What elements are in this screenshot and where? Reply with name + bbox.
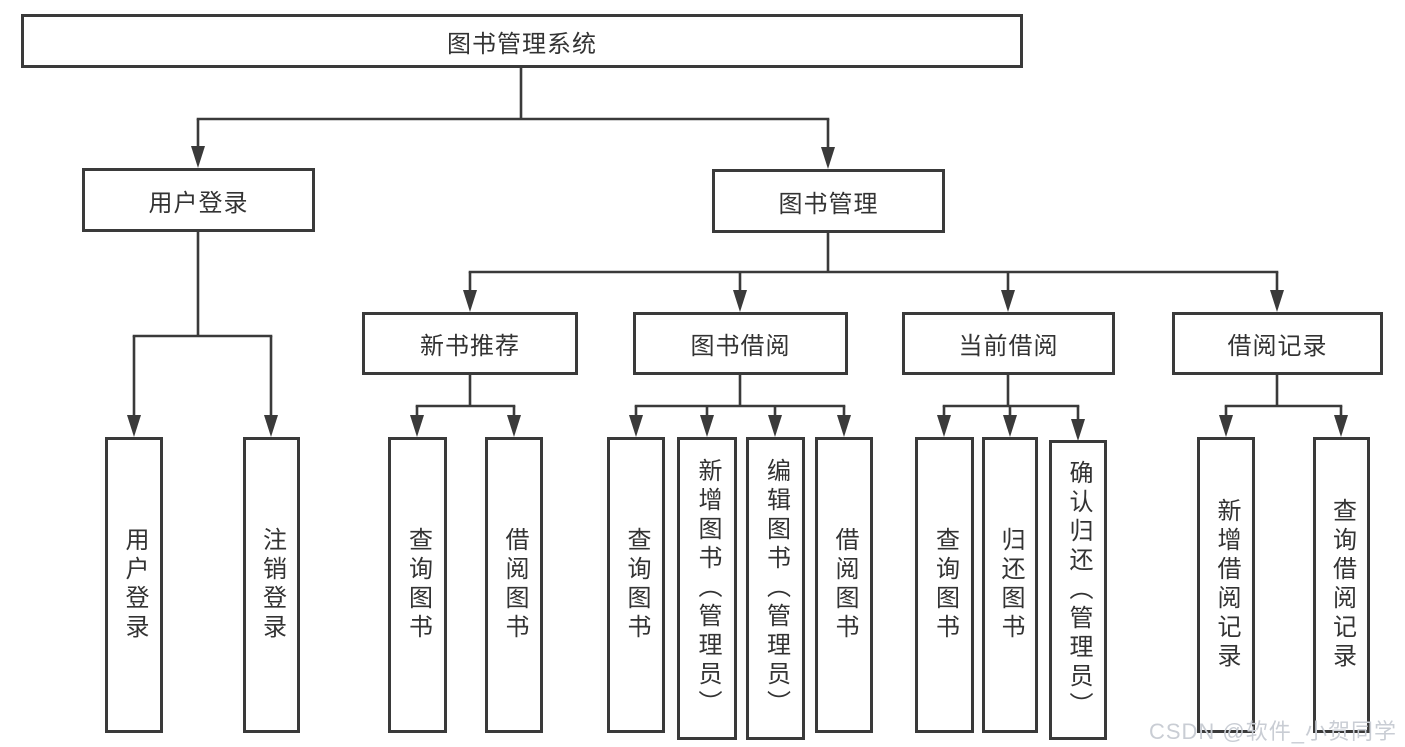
node-br-query-record: 查询借阅记录 <box>1313 437 1370 733</box>
node-cb-return-books-label: 归还图书 <box>997 527 1024 643</box>
node-user-login-label: 用户登录 <box>148 189 249 217</box>
node-book-borrow-label: 图书借阅 <box>690 333 791 360</box>
node-book-management-label: 图书管理 <box>778 190 879 218</box>
node-logout-action-label: 注销登录 <box>258 527 286 643</box>
node-bb-edit-books: 编辑图书（管理员） <box>746 437 805 740</box>
node-cb-query-books: 查询图书 <box>915 437 974 733</box>
node-current-borrow: 当前借阅 <box>902 312 1115 375</box>
node-book-management: 图书管理 <box>712 169 945 233</box>
node-br-add-record: 新增借阅记录 <box>1197 437 1255 733</box>
node-nbr-query-books-label: 查询图书 <box>404 527 432 643</box>
node-bb-borrow-books: 借阅图书 <box>815 437 873 733</box>
node-bb-query-books-label: 查询图书 <box>623 527 650 643</box>
node-borrow-records-label: 借阅记录 <box>1227 333 1328 360</box>
node-logout-action: 注销登录 <box>243 437 300 733</box>
node-library-management-system: 图书管理系统 <box>21 14 1023 68</box>
node-new-book-recommend: 新书推荐 <box>362 312 578 375</box>
node-user-login-action-label: 用户登录 <box>121 527 148 643</box>
node-cb-confirm-return-label: 确认归还（管理员） <box>1065 459 1092 721</box>
node-br-add-record-label: 新增借阅记录 <box>1213 498 1240 672</box>
node-bb-add-books-label: 新增图书（管理员） <box>694 458 721 719</box>
node-bb-query-books: 查询图书 <box>607 437 665 733</box>
node-book-borrow: 图书借阅 <box>633 312 848 375</box>
node-new-book-recommend-label: 新书推荐 <box>420 333 520 360</box>
node-borrow-records: 借阅记录 <box>1172 312 1383 375</box>
node-cb-query-books-label: 查询图书 <box>931 527 959 643</box>
node-current-borrow-label: 当前借阅 <box>958 333 1059 360</box>
node-br-query-record-label: 查询借阅记录 <box>1328 498 1356 672</box>
csdn-watermark: CSDN @软件_小贺同学 <box>1148 719 1397 744</box>
node-bb-add-books: 新增图书（管理员） <box>677 437 737 740</box>
node-cb-confirm-return: 确认归还（管理员） <box>1049 440 1107 740</box>
node-bb-borrow-books-label: 借阅图书 <box>831 527 858 643</box>
node-bb-edit-books-label: 编辑图书（管理员） <box>762 458 790 719</box>
node-user-login-action: 用户登录 <box>105 437 163 733</box>
node-nbr-query-books: 查询图书 <box>388 437 447 733</box>
node-library-management-system-label: 图书管理系统 <box>447 30 597 58</box>
node-user-login: 用户登录 <box>82 168 315 232</box>
node-nbr-borrow-books: 借阅图书 <box>485 437 543 733</box>
node-cb-return-books: 归还图书 <box>982 437 1038 733</box>
node-nbr-borrow-books-label: 借阅图书 <box>501 527 528 643</box>
